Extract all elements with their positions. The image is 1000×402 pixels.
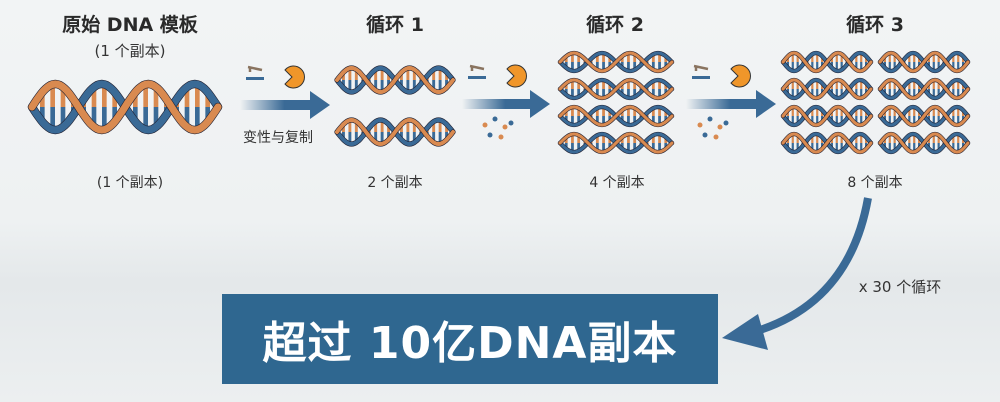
polymerase-enzyme-icon [730, 64, 751, 88]
polymerase-enzyme-icon [284, 65, 305, 89]
stage-title-original: 原始 DNA 模板 [62, 14, 198, 36]
process-arrow-icon [462, 90, 550, 118]
nucleotides-icon [482, 116, 514, 140]
dna-helix-icon [557, 77, 675, 101]
dna-helix-icon [27, 79, 223, 135]
cycles-label: x 30 个循环 [858, 278, 942, 296]
process-arrow-icon [686, 90, 776, 118]
result-text: 超过 10亿DNA副本 [262, 318, 678, 369]
nucleotides-icon [697, 116, 729, 140]
dna-helix-icon [877, 104, 971, 128]
dna-helix-icon [334, 65, 456, 95]
dna-helix-icon [877, 131, 971, 155]
dna-helix-icon [557, 131, 675, 155]
dna-helix-icon [877, 77, 971, 101]
dna-helix-icon [780, 50, 874, 74]
dna-helix-icon [334, 117, 456, 147]
primer-icon [692, 64, 710, 79]
dna-helix-icon [877, 50, 971, 74]
polymerase-enzyme-icon [506, 64, 527, 88]
result-banner: 超过 10亿DNA副本 [222, 294, 718, 384]
copies-label-cycle-1: 2 个副本 [367, 175, 423, 191]
curved-arrow-icon [722, 197, 872, 350]
stage-title-cycle-1: 循环 1 [366, 14, 424, 36]
stage-title-cycle-3: 循环 3 [846, 14, 904, 36]
process-arrow-icon [240, 91, 330, 119]
copies-label-cycle-2: 4 个副本 [589, 175, 645, 191]
copies-label-original: (1 个副本) [96, 175, 164, 191]
primer-icon [246, 65, 264, 80]
copies-label-cycle-3: 8 个副本 [847, 175, 903, 191]
stage-subtitle-original: (1 个副本) [94, 42, 166, 60]
dna-helix-icon [557, 104, 675, 128]
stage-title-cycle-2: 循环 2 [586, 14, 644, 36]
dna-helix-icon [780, 104, 874, 128]
dna-helix-icon [780, 131, 874, 155]
primer-icon [468, 64, 486, 79]
dna-helix-icon [557, 50, 675, 74]
dna-helix-icon [780, 77, 874, 101]
process-label: 变性与复制 [243, 130, 313, 146]
